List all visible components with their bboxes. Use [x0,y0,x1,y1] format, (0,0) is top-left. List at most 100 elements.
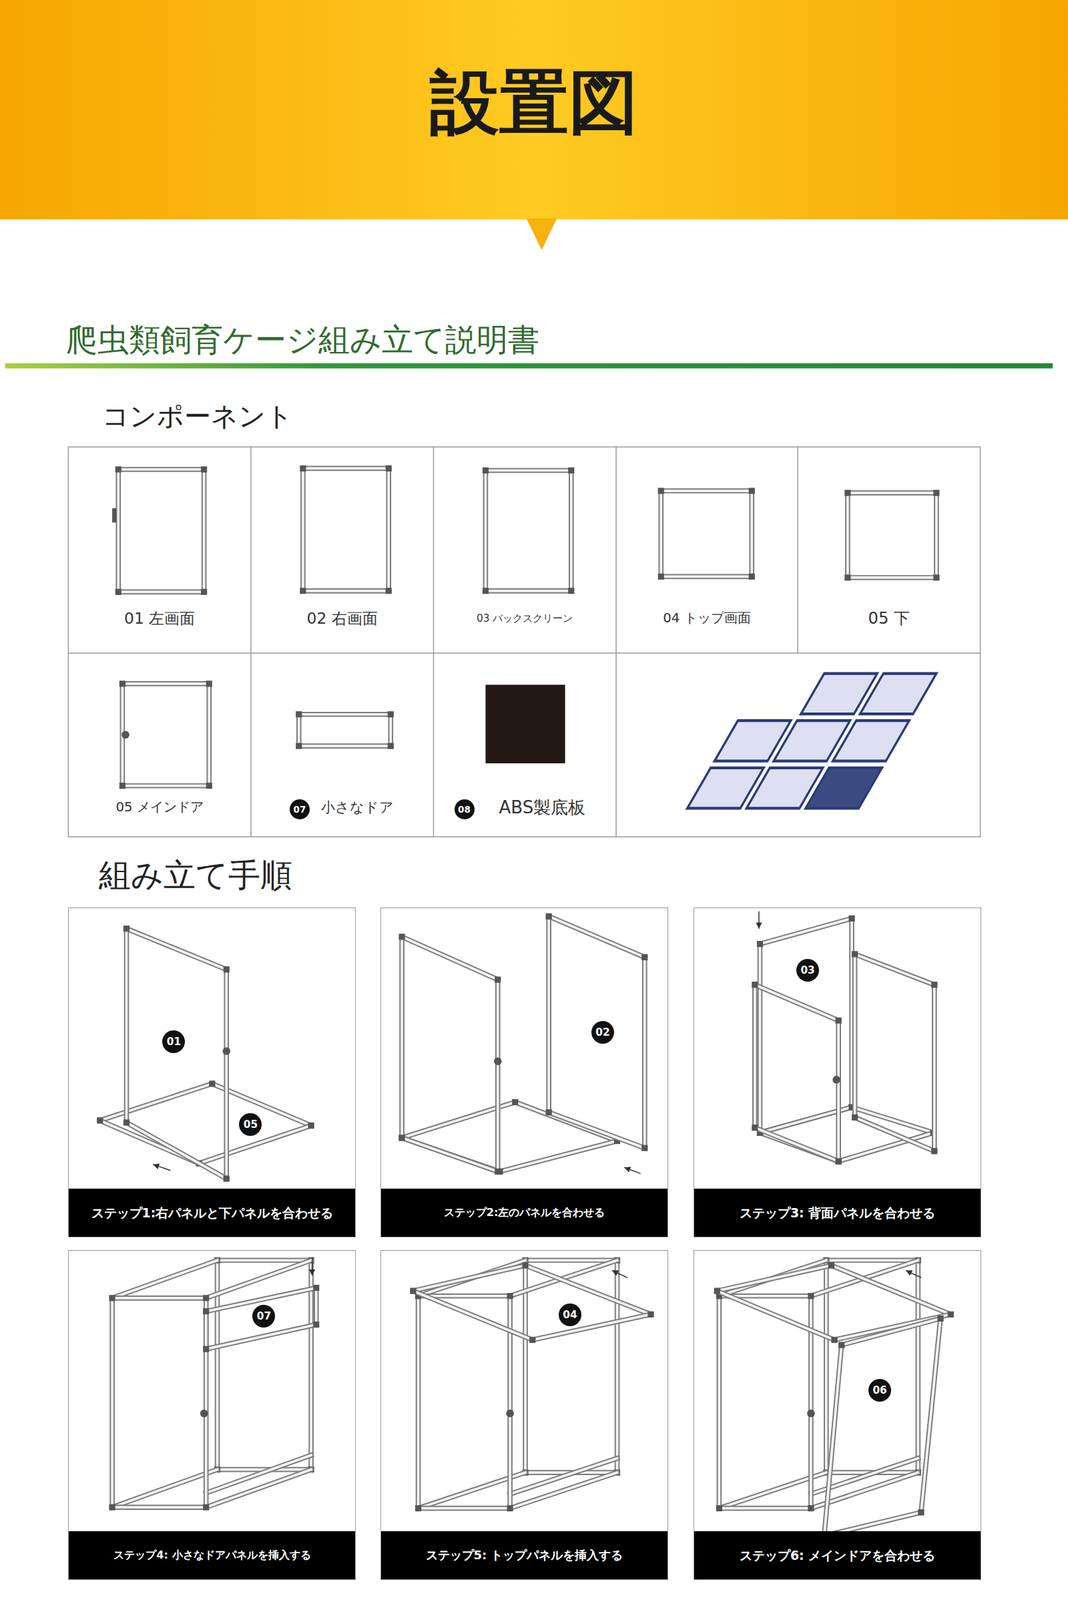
door-latch [121,730,130,739]
frame-bar [112,1469,217,1508]
frame-joint [546,913,553,920]
motion-arrow [311,1256,314,1276]
part-name: 05 メインドア [68,798,251,816]
frame-bar [299,744,392,747]
frame-bar [824,1344,842,1536]
frame-bar [754,984,839,1020]
frame-bar [413,1264,526,1291]
frame-bar [826,1258,919,1261]
frame-bar [485,469,571,472]
frame-bar [847,576,937,579]
frame-bar [831,1264,951,1314]
frame-bar [525,1258,618,1261]
callout-number: 08 [454,798,475,820]
frame-bar [126,928,227,970]
part-name: ABS製底板 [499,796,587,818]
frame-joint [756,940,763,947]
frame-bar [759,917,852,944]
frame-joint [482,587,489,594]
frame-bar [841,1317,941,1345]
frame-bar [855,953,935,985]
frame-bar [548,1112,645,1148]
frame-bar [855,1116,935,1151]
panel-handle [112,507,117,522]
frame-joint [494,1168,501,1175]
frame-bar [418,1505,511,1511]
callout-number: 07 [252,1304,276,1327]
frame-bar [616,1259,619,1472]
part-name: 03 バックスクリーン [433,612,617,625]
frame-joint [714,1287,721,1294]
frame-joint [546,1108,553,1115]
callout-circle: 08 [454,798,475,820]
frame-bar [546,915,552,1112]
callout-number: 03 [796,958,820,982]
frame-bar [846,492,850,578]
frame-bar [921,1317,941,1512]
header-pointer [526,218,558,250]
frame-joint [308,1122,315,1129]
component-cell: 04 トップ画面 [616,446,798,653]
table-rule [433,652,435,837]
frame-bar [116,469,120,592]
frame-bar [496,979,500,1171]
frame-bar [853,953,857,1118]
frame-bar [122,782,209,789]
callout-number: 07 [289,798,310,820]
frame-bar [401,1137,500,1171]
frame-bar [716,1290,835,1340]
callout-number: 01 [162,1029,185,1053]
frame-bar [824,1344,842,1536]
frame-joint [313,1320,320,1327]
table-rule [615,652,617,837]
frame-bar [753,984,757,1128]
step-panel: ステップ5: トップパネルを挿入する04 [380,1249,669,1580]
frame-joint [313,1284,320,1291]
frame-joint [299,465,306,472]
step-figure [96,925,315,1182]
frame-bar [754,1127,839,1161]
frame-joint [115,588,122,595]
frame-bar [401,936,498,980]
door-latch [832,1075,841,1084]
frame-bar [515,1101,618,1141]
frame-bar [499,1140,618,1172]
frame-bar [931,984,938,1151]
frame-bar [716,1264,832,1291]
frame-bar [300,467,306,591]
frame-joint [123,1118,130,1125]
step-figure [399,913,649,1175]
sticker [833,720,910,761]
frame-bar [112,1469,217,1508]
frame-bar [118,466,204,472]
frame-bar [125,928,129,1123]
frame-bar [206,683,212,786]
frame-joint [200,588,207,595]
frame-bar [525,1264,651,1314]
frame-bar [413,1290,533,1340]
frame-bar [660,489,752,492]
frame-bar [299,711,392,717]
frame-bar [485,467,571,474]
frame-bar [847,574,937,581]
frame-bar [299,742,392,749]
frame-joint [387,710,394,717]
step-figure [409,1256,654,1512]
frame-bar [752,984,758,1128]
header-band [0,0,1068,220]
component-cell: ABS製底板 08 [433,652,617,837]
frame-joint [835,1157,842,1164]
frame-bar [718,1295,721,1508]
frame-bar [757,943,763,1133]
frame-joint [917,1508,924,1515]
callout-circle: 03 [796,958,820,982]
frame-joint [748,487,755,494]
callout-circle: 06 [868,1378,892,1402]
frame-bar [122,784,209,787]
table-rule [433,446,435,653]
door-latch [505,1409,514,1418]
frame-joint [387,742,394,749]
frame-bar [660,575,752,579]
frame-joint [415,1504,422,1511]
